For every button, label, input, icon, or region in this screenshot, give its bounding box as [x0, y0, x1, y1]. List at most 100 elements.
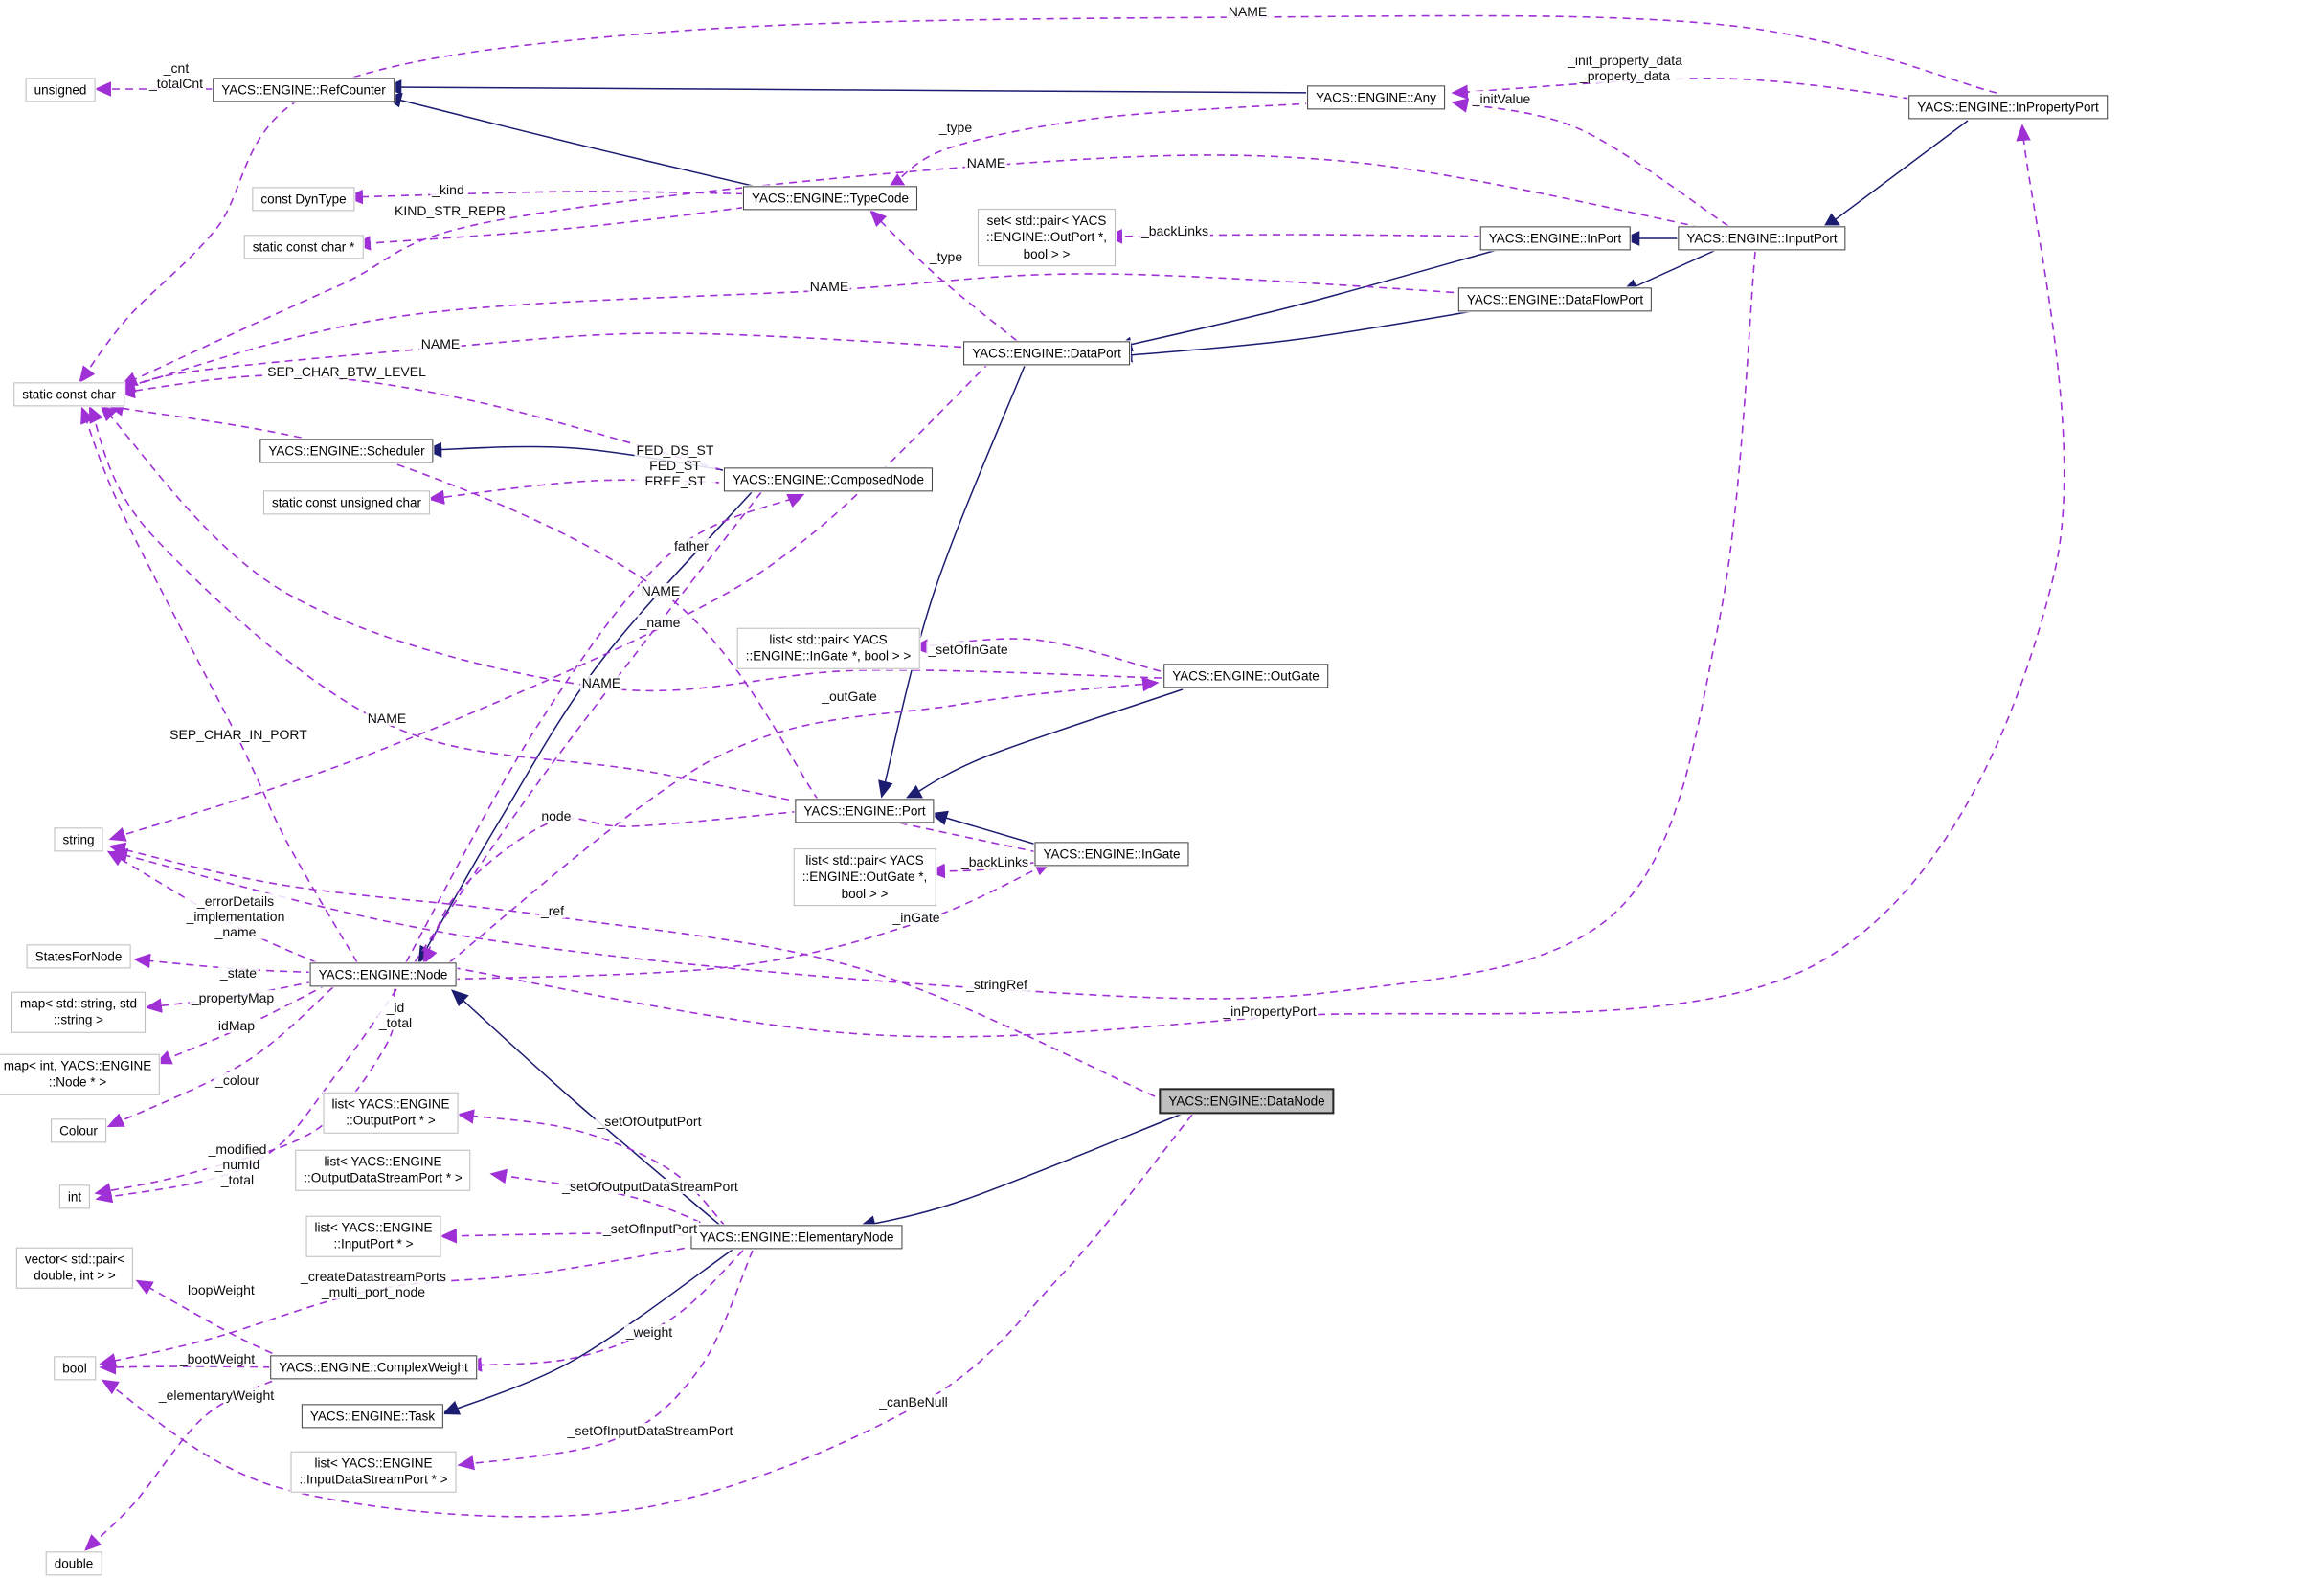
edge-composednode-staticconstchar — [118, 374, 747, 478]
class-box-ingate[interactable]: YACS::ENGINE::InGate — [1034, 842, 1189, 867]
edge-port-staticconstchar — [106, 401, 820, 801]
class-box-listinputds: list< YACS::ENGINE ::InputDataStreamPort… — [290, 1451, 457, 1493]
edge-label-FED_DS_ST: FED_DS_ST FED_ST FREE_ST — [634, 441, 716, 489]
edge-dataflowport-dataport — [1115, 307, 1491, 363]
edge-label-NAME: NAME — [418, 335, 463, 352]
edge-label-_weight: _weight — [623, 1323, 675, 1341]
class-box-listinputport: list< YACS::ENGINE ::InputPort * > — [305, 1215, 441, 1257]
edge-label-SEP_CHAR_IN_PORT: SEP_CHAR_IN_PORT — [168, 726, 309, 743]
class-box-elementarynode[interactable]: YACS::ENGINE::ElementaryNode — [690, 1225, 903, 1250]
edge-elementarynode-listoutputport — [457, 1109, 727, 1228]
edge-label-SEP_CHAR_BTW_LEVEL: SEP_CHAR_BTW_LEVEL — [265, 363, 428, 380]
class-box-vectorpair: vector< std::pair< double, int > > — [15, 1247, 134, 1289]
edge-elementarynode-complexweight — [464, 1250, 744, 1372]
edge-node-staticconstchar — [80, 406, 358, 963]
edge-dataport-typecode — [869, 210, 1018, 342]
edge-label-_setOfInputPort: _setOfInputPort — [600, 1220, 700, 1237]
edge-elementarynode-task — [441, 1249, 733, 1415]
edge-label-_initValue: _initValue — [1470, 90, 1533, 107]
edge-label-NAME: NAME — [365, 710, 409, 727]
edge-node-composednode — [405, 493, 805, 963]
class-box-statesfornode: StatesForNode — [26, 944, 131, 969]
edge-label-_father: _father — [665, 537, 711, 554]
class-box-node[interactable]: YACS::ENGINE::Node — [309, 962, 457, 987]
class-box-listpairingate: list< std::pair< YACS ::ENGINE::InGate *… — [736, 627, 920, 669]
edge-node-mapintnode — [154, 983, 328, 1065]
class-box-composednode[interactable]: YACS::ENGINE::ComposedNode — [723, 467, 934, 492]
edge-composednode-node — [417, 491, 753, 964]
edge-node-outgate — [438, 676, 1160, 972]
edge-ingate-staticconstchar — [88, 405, 1052, 856]
class-box-staticconstchar: static const char — [13, 382, 124, 407]
edge-label-_stringRef: _stringRef — [964, 976, 1029, 993]
edge-any-typecode — [887, 102, 1327, 190]
class-box-bool: bool — [54, 1356, 96, 1381]
edge-label-NAME: NAME — [639, 582, 683, 599]
class-box-listoutputport: list< YACS::ENGINE ::OutputPort * > — [323, 1092, 459, 1134]
edge-label-_type: _type — [927, 248, 965, 265]
class-box-task[interactable]: YACS::ENGINE::Task — [301, 1404, 444, 1429]
class-box-typecode[interactable]: YACS::ENGINE::TypeCode — [742, 186, 918, 211]
edge-label-_node: _node — [531, 807, 574, 824]
edge-composednode-staticconstuchar — [427, 479, 747, 506]
edge-label-_createDatastreamPorts: _createDatastreamPorts _multi_port_node — [299, 1268, 448, 1300]
edge-label-_state: _state — [217, 964, 259, 981]
class-box-refcounter[interactable]: YACS::ENGINE::RefCounter — [213, 78, 395, 102]
class-box-colour: Colour — [51, 1118, 106, 1143]
edge-label-NAME: NAME — [579, 674, 623, 691]
edge-composednode-int — [95, 491, 762, 1204]
class-box-complexweight[interactable]: YACS::ENGINE::ComplexWeight — [270, 1355, 477, 1380]
edge-label-_kind: _kind — [430, 181, 466, 198]
edge-elementarynode-listinputds — [457, 1250, 754, 1471]
edge-elementarynode-listinputport — [440, 1229, 725, 1244]
edge-label-KIND_STR_REPR: KIND_STR_REPR — [393, 202, 508, 219]
edge-label-idMap: idMap — [215, 1017, 258, 1034]
edge-inputport-dataflowport — [1620, 250, 1715, 294]
edge-outgate-listpairingate — [911, 638, 1162, 672]
edge-inpropertyport-any — [1451, 78, 1938, 103]
edge-node-ingate — [438, 861, 1052, 981]
class-box-any[interactable]: YACS::ENGINE::Any — [1307, 85, 1445, 110]
class-box-dyntype: const DynType — [252, 187, 355, 212]
edge-label-_id: _id _total — [376, 999, 415, 1031]
class-box-inpropertyport[interactable]: YACS::ENGINE::InPropertyPort — [1908, 95, 2108, 120]
edge-label-NAME: NAME — [1226, 3, 1270, 20]
edge-datanode-elementarynode — [858, 1113, 1184, 1230]
edge-label-_setOfOutputDataStreamPort: _setOfOutputDataStreamPort — [560, 1178, 740, 1195]
edge-label-_propertyMap: _propertyMap — [189, 989, 277, 1006]
edge-label-_ref: _ref — [538, 902, 567, 919]
edge-label-_setOfInputDataStreamPort: _setOfInputDataStreamPort — [565, 1422, 735, 1439]
edge-dataport-staticconstchar — [116, 332, 989, 395]
edge-inport-dataport — [1115, 248, 1501, 352]
edge-node-inpropertyport — [439, 124, 2065, 1038]
edge-typecode-refcounter — [384, 93, 774, 192]
class-box-dataflowport[interactable]: YACS::ENGINE::DataFlowPort — [1457, 287, 1653, 312]
edge-label-_cnt: _cnt _totalCnt — [147, 59, 206, 92]
edge-outgate-port — [904, 688, 1184, 801]
edge-label-_backLinks: _backLinks — [959, 853, 1031, 870]
class-box-inport[interactable]: YACS::ENGINE::InPort — [1479, 226, 1631, 251]
edge-label-_elementaryWeight: _elementaryWeight — [156, 1387, 277, 1404]
edge-inpropertyport-staticconstchar — [79, 14, 1997, 384]
edge-complexweight-vectorpair — [135, 1279, 285, 1360]
edge-label-NAME: NAME — [964, 154, 1008, 171]
class-box-inputport[interactable]: YACS::ENGINE::InputPort — [1678, 226, 1846, 251]
edge-label-_errorDetails: _errorDetails _implementation _name — [184, 892, 287, 940]
class-box-scheduler[interactable]: YACS::ENGINE::Scheduler — [259, 439, 434, 463]
class-box-port[interactable]: YACS::ENGINE::Port — [795, 799, 935, 823]
edge-typecode-dyntype — [346, 189, 772, 205]
edge-inputport-any — [1451, 98, 1729, 227]
class-box-outgate[interactable]: YACS::ENGINE::OutGate — [1163, 664, 1328, 688]
edge-node-colour — [106, 986, 334, 1128]
edge-label-_init_property_data: _init_property_data _property_data — [1566, 52, 1684, 84]
edge-dataport-port — [878, 365, 1026, 799]
edge-dataport-string — [108, 361, 991, 842]
edge-datanode-bool — [101, 1114, 1193, 1518]
class-box-setpairoutport: set< std::pair< YACS ::ENGINE::OutPort *… — [977, 209, 1117, 266]
edge-typecode-staticconstcharptr — [353, 203, 772, 251]
edge-complexweight-double — [84, 1375, 285, 1551]
class-box-dataport[interactable]: YACS::ENGINE::DataPort — [963, 341, 1130, 366]
edge-inpropertyport-inputport — [1821, 120, 1969, 230]
